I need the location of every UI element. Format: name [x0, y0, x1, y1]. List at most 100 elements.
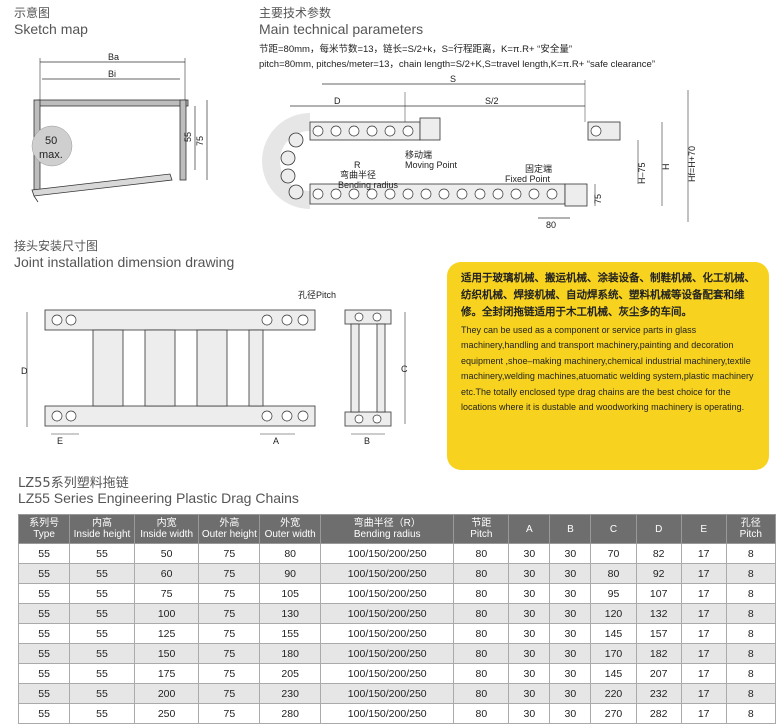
table-cell: 75: [198, 683, 261, 704]
table-cell: 17: [680, 703, 727, 724]
joint-diagram: 孔径Pitch D E A C B: [21, 289, 408, 446]
joint-a-label: A: [273, 436, 279, 446]
table-cell: 17: [680, 563, 727, 584]
table-cell: 8: [725, 543, 777, 564]
table-cell: 150: [133, 643, 200, 664]
table-cell: 30: [549, 543, 592, 564]
joint-pitch-label: 孔径Pitch: [298, 289, 336, 300]
sketch-max-value: 50: [45, 135, 57, 147]
table-cell: 100/150/200/250: [320, 563, 455, 584]
table-cell: 60: [133, 563, 200, 584]
table-cell: 80: [453, 643, 510, 664]
series-title-cn: LZ55系列塑料拖链: [18, 476, 129, 491]
table-cell: 30: [508, 603, 551, 624]
technical-title-cn: 主要技术参数: [259, 6, 332, 20]
chain-diagram: S D S/2 R 弯曲半径 Bending radius 移动端 Moving…: [262, 74, 697, 230]
table-cell: 55: [69, 603, 135, 624]
table-cell: 80: [453, 603, 510, 624]
chain-80-label: 80: [546, 220, 556, 230]
table-cell: 107: [635, 583, 682, 604]
table-cell: 250: [133, 703, 200, 724]
table-cell: 75: [198, 663, 261, 684]
table-cell: 75: [198, 703, 261, 724]
table-cell: 30: [508, 663, 551, 684]
table-cell: 157: [635, 623, 682, 644]
table-cell: 30: [549, 583, 592, 604]
table-cell: 55: [17, 663, 71, 684]
table-cell: 132: [635, 603, 682, 624]
table-cell: 55: [17, 583, 71, 604]
table-cell: 8: [725, 623, 777, 644]
table-cell: 30: [549, 663, 592, 684]
table-cell: 30: [549, 603, 592, 624]
header-c: C: [590, 514, 637, 544]
table-cell: 230: [259, 683, 322, 704]
table-cell: 8: [725, 703, 777, 724]
table-cell: 75: [198, 543, 261, 564]
header-a: A: [508, 514, 551, 544]
table-cell: 55: [17, 623, 71, 644]
sketch-75-label: 75: [195, 136, 205, 146]
table-cell: 100/150/200/250: [320, 703, 455, 724]
table-cell: 30: [508, 683, 551, 704]
table-cell: 80: [453, 703, 510, 724]
chain-75-label: 75: [593, 194, 603, 204]
chain-r-label: R: [354, 160, 361, 170]
table-cell: 55: [69, 643, 135, 664]
sketch-map-diagram: Ba Bi 50 max. 55 75: [31, 52, 208, 203]
table-cell: 80: [590, 563, 637, 584]
table-cell: 30: [549, 683, 592, 704]
table-cell: 17: [680, 663, 727, 684]
table-cell: 180: [259, 643, 322, 664]
technical-title-en: Main technical parameters: [259, 21, 424, 37]
joint-c-label: C: [401, 364, 408, 374]
table-cell: 80: [259, 543, 322, 564]
table-cell: 145: [590, 623, 637, 644]
chain-fixed-cn: 固定端: [525, 163, 552, 174]
table-cell: 8: [725, 563, 777, 584]
sketch-title-en: Sketch map: [14, 21, 88, 37]
table-cell: 270: [590, 703, 637, 724]
application-description-box: 适用于玻璃机械、搬运机械、涂装设备、制鞋机械、化工机械、纺织机械、焊接机械、自动…: [447, 262, 769, 470]
table-cell: 205: [259, 663, 322, 684]
chain-fixed-en: Fixed Point: [505, 174, 551, 184]
table-cell: 75: [198, 643, 261, 664]
header-b: B: [549, 514, 592, 544]
table-cell: 80: [453, 683, 510, 704]
chain-s-label: S: [450, 74, 456, 84]
table-cell: 17: [680, 583, 727, 604]
table-cell: 100/150/200/250: [320, 643, 455, 664]
table-cell: 50: [133, 543, 200, 564]
header-e: E: [680, 514, 727, 544]
table-cell: 95: [590, 583, 637, 604]
table-cell: 8: [725, 683, 777, 704]
technical-line-cn: 节距=80mm，每米节数=13，链长=S/2+k，S=行程距离，K=π.R+ “…: [259, 44, 572, 55]
table-cell: 220: [590, 683, 637, 704]
table-cell: 145: [590, 663, 637, 684]
table-cell: 55: [17, 643, 71, 664]
table-cell: 17: [680, 543, 727, 564]
table-cell: 100/150/200/250: [320, 623, 455, 644]
table-cell: 30: [508, 583, 551, 604]
joint-title-cn: 接头安装尺寸图: [14, 239, 99, 253]
joint-e-label: E: [57, 436, 63, 446]
table-cell: 80: [453, 543, 510, 564]
sketch-bi-label: Bi: [108, 69, 116, 79]
table-cell: 100/150/200/250: [320, 583, 455, 604]
table-cell: 30: [549, 623, 592, 644]
table-cell: 100/150/200/250: [320, 683, 455, 704]
table-cell: 30: [549, 703, 592, 724]
table-cell: 80: [453, 583, 510, 604]
